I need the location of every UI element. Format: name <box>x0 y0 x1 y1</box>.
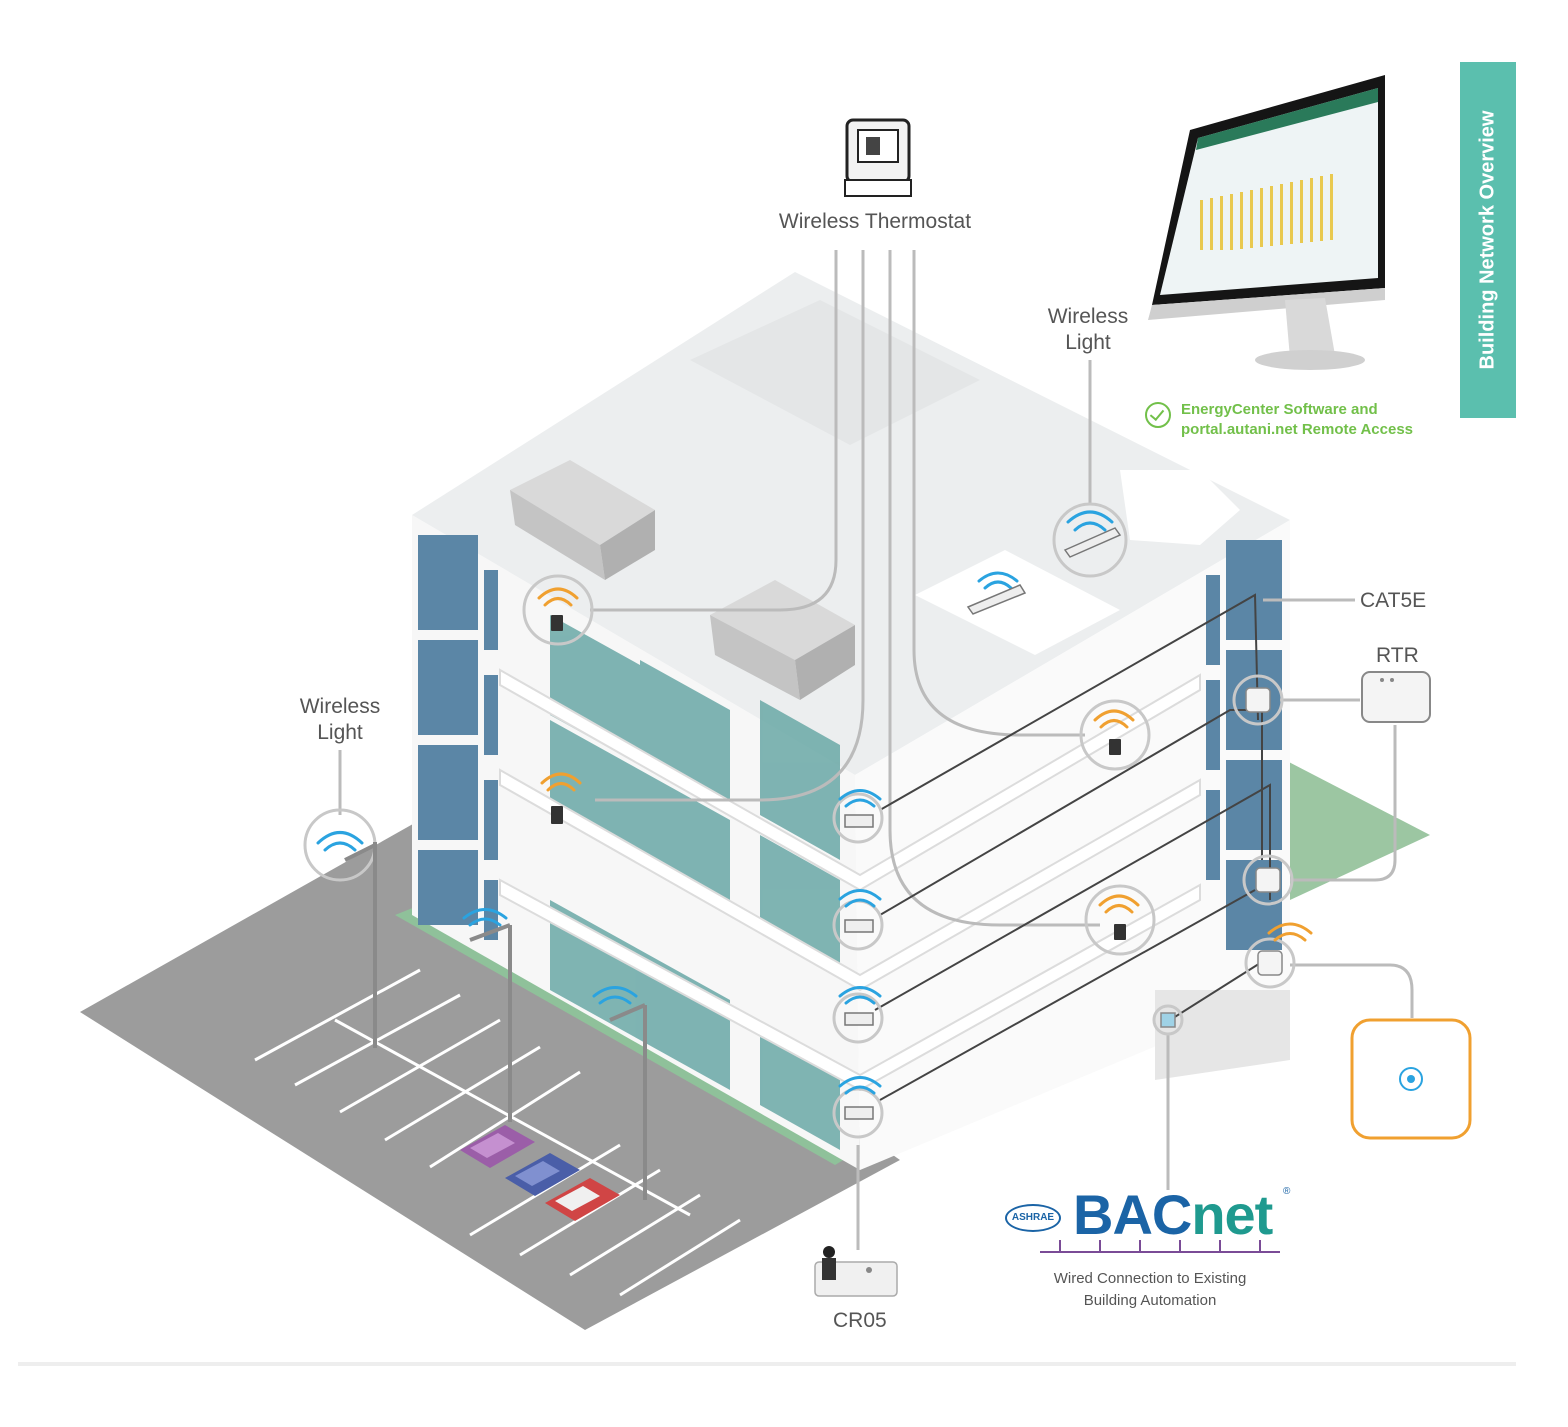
device-rings <box>303 502 1296 1139</box>
rtr-label: RTR <box>1376 644 1419 667</box>
energy-center-line1: EnergyCenter Software and <box>1181 401 1378 418</box>
wireless-light-left-label: Wireless Light <box>299 695 381 744</box>
hvac-unit <box>710 580 855 700</box>
energy-center-line2: portal.autani.net Remote Access <box>1181 421 1414 438</box>
side-tab-label: Building Network Overview <box>1476 110 1499 370</box>
thermostat-devices <box>551 615 1126 940</box>
grass-area <box>1285 760 1430 900</box>
bacnet-logo-bac: BAC <box>1073 1183 1192 1246</box>
roof-curve <box>1120 470 1240 545</box>
left-windows <box>418 535 498 940</box>
parking-lines <box>254 968 741 1297</box>
check-circle-icon <box>1145 402 1171 428</box>
bacnet-logo: ASHRAE BACnet ® <box>1005 1183 1295 1260</box>
bottom-divider <box>18 1362 1516 1366</box>
floor-slabs <box>499 668 1201 1092</box>
monitor-chart-bars <box>1200 174 1333 250</box>
car-blue <box>505 1153 580 1196</box>
bacnet-logo-net: net <box>1191 1183 1273 1246</box>
thermostat-wires <box>338 250 1414 1250</box>
cat5e-label: CAT5E <box>1360 589 1427 612</box>
bacnet-caption: Wired Connection to Existing Building Au… <box>1020 1268 1280 1312</box>
car-red <box>545 1178 620 1221</box>
access-point-icon <box>1350 1018 1472 1140</box>
building-plinth <box>1155 990 1290 1080</box>
light-poles <box>344 842 647 1200</box>
bacnet-registered-mark: ® <box>1283 1186 1291 1197</box>
parking-lot <box>80 820 900 1330</box>
monitor-icon <box>1148 75 1385 370</box>
bacnet-bus <box>1040 1240 1280 1253</box>
car-purple <box>460 1125 535 1168</box>
rtr-devices <box>1160 687 1283 1028</box>
wifi-blue-arcs <box>316 510 1114 1095</box>
bacnet-caption-line1: Wired Connection to Existing <box>1053 1270 1247 1287</box>
cr05-device-icon <box>814 1246 898 1297</box>
hvac-unit <box>510 460 655 580</box>
building-roof <box>412 272 1290 775</box>
thermostat-icon <box>844 118 912 197</box>
light-fixtures <box>844 527 1122 1120</box>
cr05-label: CR05 <box>833 1309 887 1332</box>
rtr-device-icon <box>1361 671 1431 723</box>
bacnet-caption-line2: Building Automation <box>1083 1292 1217 1309</box>
thermostat-label: Wireless Thermostat <box>778 210 972 233</box>
roof-skylight <box>915 550 1120 655</box>
wireless-light-top-label: Wireless Light <box>1047 305 1129 354</box>
ashrae-logo: ASHRAE <box>1005 1204 1061 1232</box>
wifi-orange-arcs <box>537 587 1313 942</box>
side-tab: Building Network Overview <box>1460 62 1516 418</box>
